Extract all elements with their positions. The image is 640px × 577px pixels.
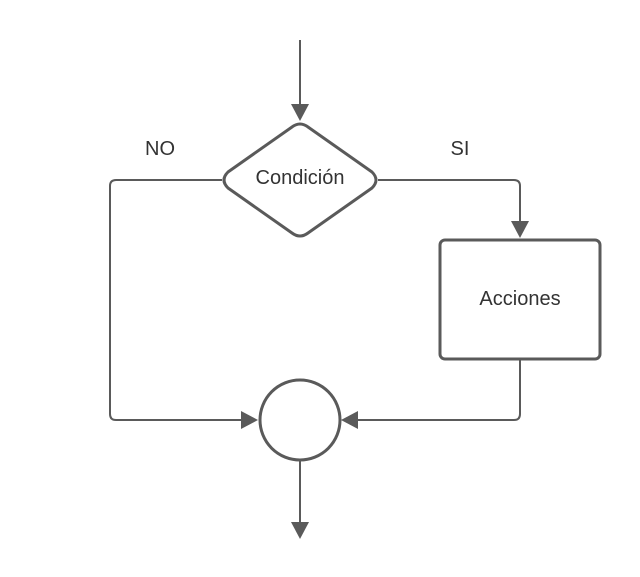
action-label: Acciones — [479, 288, 560, 310]
decision-diamond — [222, 122, 378, 238]
arrow-actions-to-merge — [341, 411, 358, 429]
edge-actions-to-merge — [356, 360, 521, 421]
arrow-merge-exit — [291, 522, 309, 539]
branch-no-label: NO — [145, 138, 175, 160]
arrow-entry-to-decision — [291, 104, 309, 121]
edge-no-branch — [109, 179, 243, 421]
arrow-no-branch — [241, 411, 258, 429]
edge-yes-branch — [378, 179, 521, 224]
arrow-yes-branch — [511, 221, 529, 238]
merge-connector — [258, 378, 342, 462]
decision-label: Condición — [256, 167, 345, 189]
action-box — [438, 238, 602, 361]
branch-yes-label: SI — [451, 138, 470, 160]
